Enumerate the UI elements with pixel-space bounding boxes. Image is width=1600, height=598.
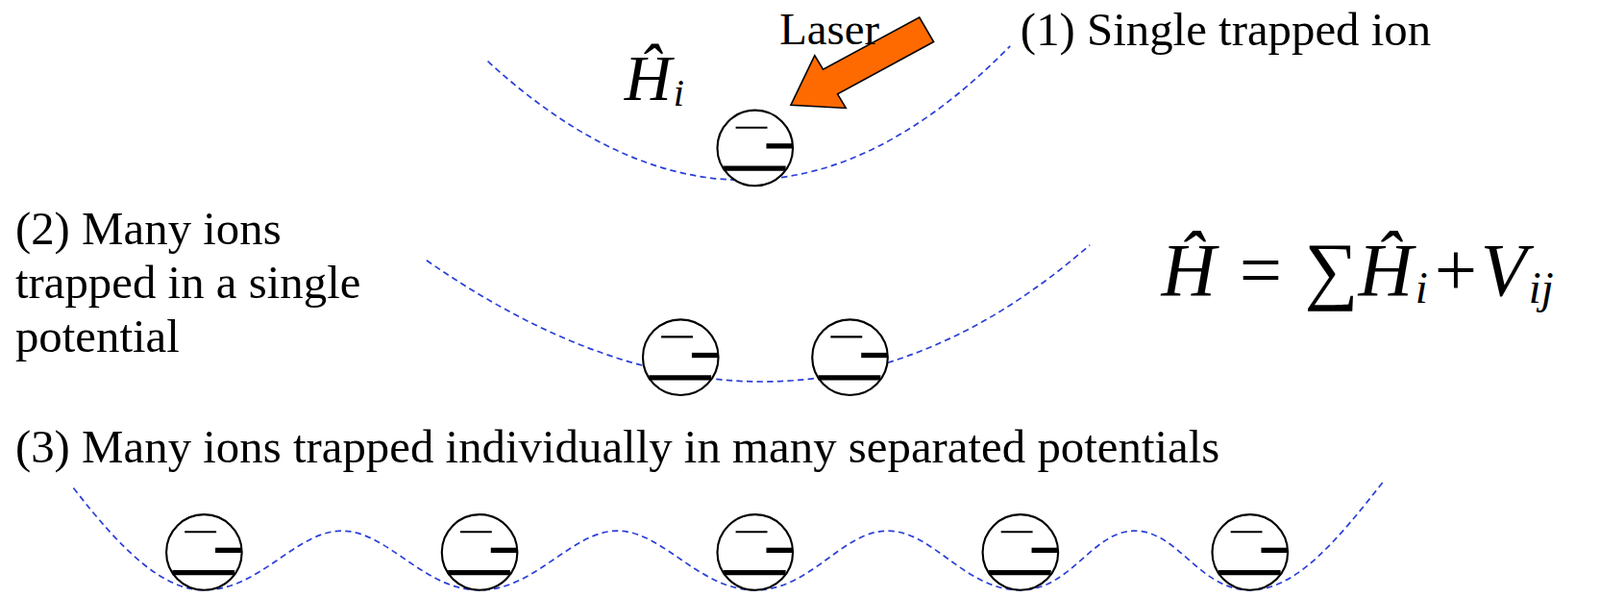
- laser-label: Laser: [779, 3, 880, 56]
- ion-symbol: [642, 319, 719, 395]
- ion-symbol: [716, 514, 793, 591]
- hamiltonian-equation: Ĥ = ∑Ĥ: [1160, 226, 1413, 314]
- ion-symbol: [716, 110, 793, 187]
- panel-title: (2) Many ions trapped in a single potent…: [15, 201, 419, 364]
- ion-symbol: [166, 514, 243, 591]
- subscript: ij: [1528, 263, 1554, 316]
- ion-symbol: [812, 319, 888, 395]
- trap-potential: [73, 479, 1384, 591]
- subscript: i: [673, 71, 685, 116]
- hamiltonian-symbol: Ĥ: [624, 40, 672, 116]
- subscript: i: [1415, 263, 1428, 316]
- panel-title: (3) Many ions trapped individually in ma…: [15, 419, 1220, 474]
- ion-symbol: [1211, 514, 1288, 591]
- trap-potential: [426, 245, 1090, 382]
- ion-symbol: [442, 514, 518, 591]
- hamiltonian-equation: +V: [1429, 226, 1527, 314]
- ion-symbol: [983, 514, 1059, 591]
- panel-title: (1) Single trapped ion: [1020, 2, 1431, 57]
